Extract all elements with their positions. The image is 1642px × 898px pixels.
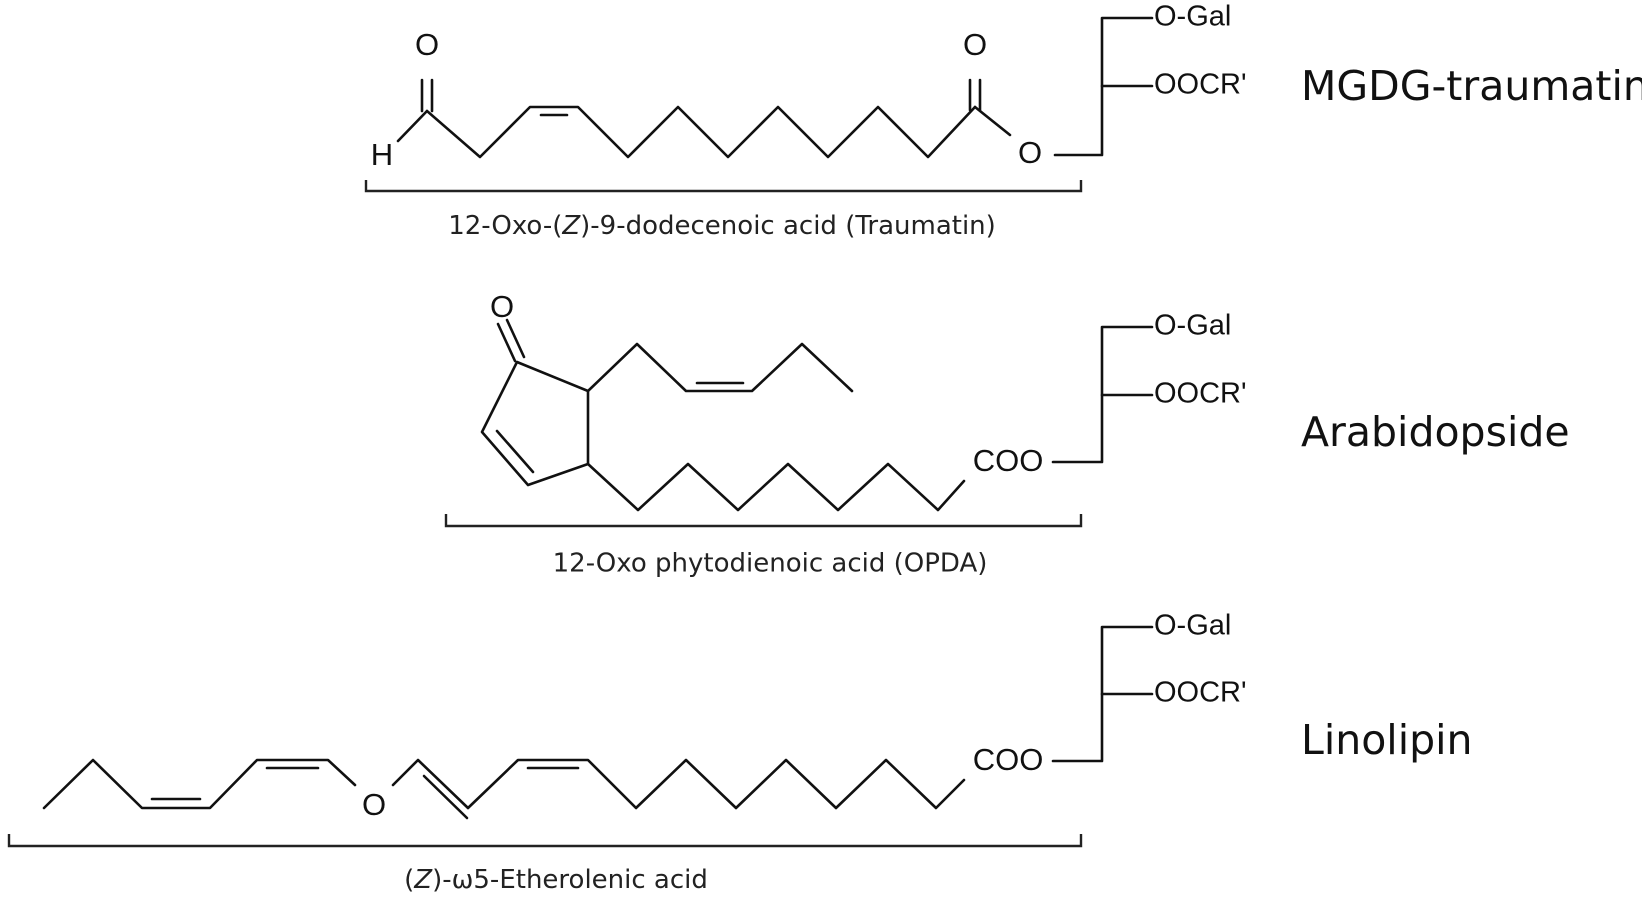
aldehyde-hydrogen-label: H — [371, 137, 393, 172]
traumatin-caption: 12-Oxo-(Z)-9-dodecenoic acid (Traumatin) — [448, 211, 996, 241]
opda-skeleton-bonds — [480, 318, 1154, 512]
o-gal-label: O-Gal — [1154, 1, 1231, 33]
mgdg-traumatin-structure: O H O O O-Gal OOCR' 12-Oxo-(Z)-9-dodecen… — [364, 1, 1642, 241]
ester-oxygen-label: O — [1018, 135, 1042, 170]
opda-caption: 12-Oxo phytodienoic acid (OPDA) — [553, 549, 988, 579]
aldehyde-oxygen-label: O — [415, 27, 439, 62]
oocr-label: OOCR' — [1154, 677, 1247, 709]
etherolenic-caption: (Z)-ω5-Etherolenic acid — [404, 865, 708, 895]
arabidopside-structure: O COO O-Gal OOCR' 12-Oxo phytodienoic ac… — [444, 289, 1570, 579]
mgdg-traumatin-name: MGDG-traumatin — [1301, 62, 1642, 110]
ether-oxygen-label: O — [362, 787, 386, 822]
opda-bracket — [444, 514, 1083, 528]
etherolenic-bracket — [7, 834, 1083, 848]
traumatin-bracket — [364, 180, 1083, 193]
linolipin-structure: O COO O-Gal OOCR' (Z)-ω5-Etherolenic aci… — [7, 610, 1473, 895]
opda-ester-label: COO — [973, 443, 1044, 478]
carbonyl-oxygen-label: O — [963, 27, 987, 62]
oocr-label: OOCR' — [1154, 69, 1247, 101]
traumatin-skeleton-bonds — [396, 16, 1154, 159]
arabidopside-name: Arabidopside — [1301, 408, 1570, 456]
o-gal-label: O-Gal — [1154, 610, 1231, 642]
ketone-oxygen-label: O — [490, 289, 514, 324]
etherolenic-skeleton-bonds — [42, 625, 1154, 820]
oocr-label: OOCR' — [1154, 378, 1247, 410]
etherolenic-ester-label: COO — [973, 742, 1044, 777]
linolipin-name: Linolipin — [1301, 716, 1473, 764]
o-gal-label: O-Gal — [1154, 310, 1231, 342]
